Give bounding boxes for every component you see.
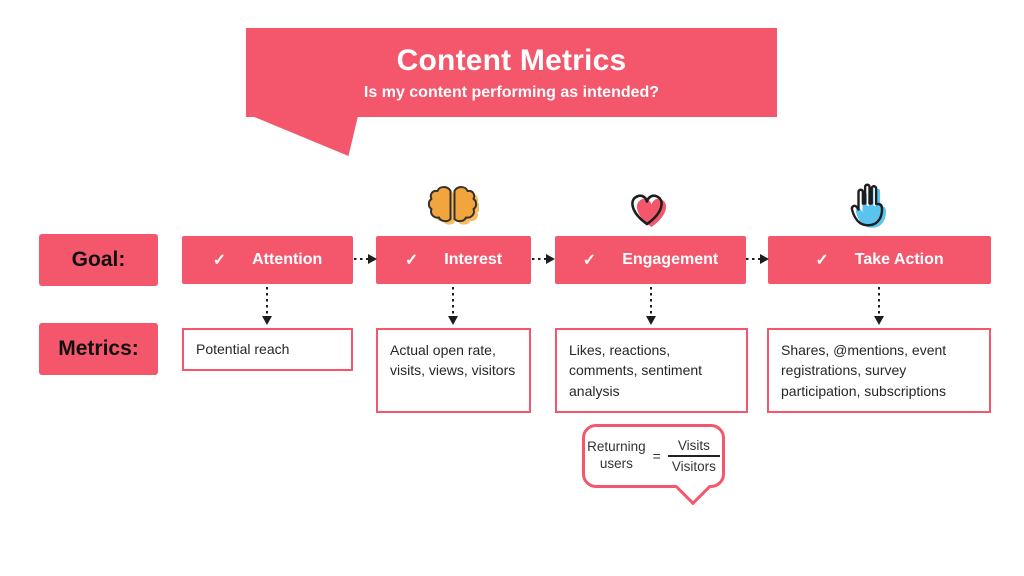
- formula-callout: Returning users = Visits Visitors: [582, 424, 725, 506]
- fraction-bar: [667, 455, 720, 457]
- formula-left-line1: Returning: [587, 439, 646, 455]
- goal-box-take-action: ✓ Take Action: [768, 236, 991, 284]
- dotted-line: [265, 287, 269, 316]
- arrowhead-icon: [262, 316, 272, 325]
- equals-sign: =: [652, 448, 661, 464]
- arrow-take-action-to-metric: [873, 287, 885, 325]
- checkmark-icon: ✓: [212, 252, 227, 269]
- dotted-line: [354, 257, 368, 261]
- formula-left-term: Returning users: [587, 439, 646, 473]
- goal-box-attention: ✓ Attention: [182, 236, 353, 284]
- arrow-interest-to-engagement: [532, 254, 555, 264]
- arrow-engagement-to-take-action: [746, 254, 769, 264]
- heart-icon: [631, 194, 667, 227]
- arrowhead-icon: [546, 254, 555, 264]
- metric-box-attention: Potential reach: [182, 328, 353, 371]
- dotted-line: [649, 287, 653, 316]
- checkmark-icon: ✓: [404, 252, 419, 269]
- metric-text-attention: Potential reach: [196, 341, 290, 358]
- header-speech-bubble: Content Metrics Is my content performing…: [246, 28, 777, 117]
- metric-box-interest: Actual open rate, visits, views, visitor…: [376, 328, 531, 413]
- goal-row-label: Goal:: [39, 234, 158, 286]
- arrowhead-icon: [448, 316, 458, 325]
- metric-box-engagement: Likes, reactions, comments, sentiment an…: [555, 328, 748, 413]
- metric-text-engagement: Likes, reactions, comments, sentiment an…: [569, 342, 703, 399]
- formula-left-line2: users: [599, 456, 633, 471]
- arrowhead-icon: [646, 316, 656, 325]
- arrow-engagement-to-metric: [645, 287, 657, 325]
- checkmark-icon: ✓: [815, 252, 829, 269]
- callout-tail: [674, 468, 712, 506]
- dotted-line: [877, 287, 881, 316]
- arrowhead-icon: [760, 254, 769, 264]
- page-subtitle: Is my content performing as intended?: [363, 83, 660, 101]
- goal-box-engagement: ✓ Engagement: [555, 236, 746, 284]
- dotted-line: [451, 287, 455, 316]
- metric-text-interest: Actual open rate, visits, views, visitor…: [390, 342, 516, 379]
- goal-label-take-action: Take Action: [854, 251, 944, 268]
- fraction-numerator: Visits: [677, 438, 710, 454]
- arrowhead-icon: [874, 316, 884, 325]
- formula: Returning users = Visits Visitors: [587, 438, 720, 474]
- arrow-attention-to-metric: [261, 287, 273, 325]
- arrowhead-icon: [368, 254, 377, 264]
- metric-text-take-action: Shares, @mentions, event registrations, …: [781, 342, 947, 399]
- arrow-interest-to-metric: [447, 287, 459, 325]
- goal-label-attention: Attention: [252, 251, 323, 268]
- arrow-attention-to-interest: [354, 254, 377, 264]
- speech-bubble-tail: [252, 116, 358, 156]
- hand-icon: [850, 183, 886, 228]
- metrics-row-label: Metrics:: [39, 323, 158, 375]
- dotted-line: [746, 257, 760, 261]
- page-title: Content Metrics: [396, 43, 627, 77]
- fraction-denominator: Visitors: [671, 458, 716, 474]
- formula-fraction: Visits Visitors: [667, 438, 720, 474]
- goal-label-engagement: Engagement: [622, 251, 719, 268]
- goal-label-interest: Interest: [444, 251, 503, 268]
- metric-box-take-action: Shares, @mentions, event registrations, …: [767, 328, 991, 413]
- goal-box-interest: ✓ Interest: [376, 236, 531, 284]
- dotted-line: [532, 257, 546, 261]
- checkmark-icon: ✓: [582, 252, 597, 269]
- brain-icon: [427, 186, 479, 225]
